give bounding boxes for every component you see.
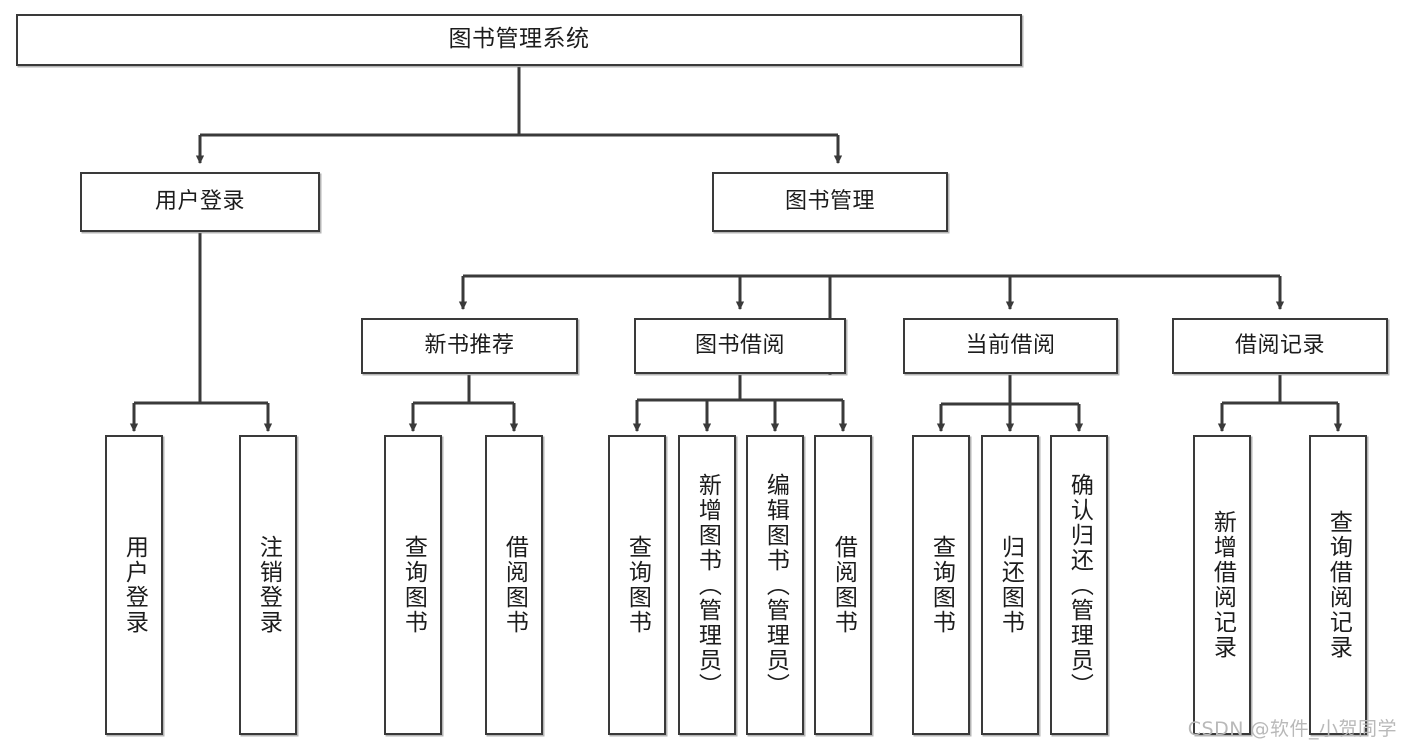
node-leaf-confirm-return-admin-label: 确认归还（管理员）	[1066, 472, 1093, 698]
node-leaf-return-book-label: 归还图书	[997, 535, 1024, 635]
node-leaf-query-book-3-label: 查询图书	[928, 535, 955, 635]
node-leaf-query-book-1[interactable]: 查询图书	[384, 435, 442, 735]
node-leaf-confirm-return-admin[interactable]: 确认归还（管理员）	[1050, 435, 1108, 735]
node-leaf-query-borrow-record-label: 查询借阅记录	[1325, 510, 1352, 660]
node-user-login[interactable]: 用户登录	[80, 172, 320, 232]
node-leaf-borrow-book-1[interactable]: 借阅图书	[485, 435, 543, 735]
node-leaf-add-borrow-record[interactable]: 新增借阅记录	[1193, 435, 1251, 735]
node-leaf-return-book[interactable]: 归还图书	[981, 435, 1039, 735]
node-leaf-add-book-admin[interactable]: 新增图书（管理员）	[678, 435, 736, 735]
node-book-borrow[interactable]: 图书借阅	[634, 318, 846, 374]
node-new-book-recommend[interactable]: 新书推荐	[361, 318, 578, 374]
node-leaf-add-borrow-record-label: 新增借阅记录	[1209, 510, 1236, 660]
node-root-label: 图书管理系统	[448, 26, 590, 53]
node-current-borrow[interactable]: 当前借阅	[903, 318, 1118, 374]
node-leaf-borrow-book-1-label: 借阅图书	[501, 535, 528, 635]
node-leaf-query-borrow-record[interactable]: 查询借阅记录	[1309, 435, 1367, 735]
node-root[interactable]: 图书管理系统	[16, 14, 1022, 66]
node-leaf-edit-book-admin[interactable]: 编辑图书（管理员）	[746, 435, 804, 735]
node-book-borrow-label: 图书借阅	[694, 333, 785, 359]
node-leaf-logout[interactable]: 注销登录	[239, 435, 297, 735]
node-book-manage[interactable]: 图书管理	[712, 172, 948, 232]
node-current-borrow-label: 当前借阅	[965, 333, 1056, 359]
node-leaf-logout-label: 注销登录	[255, 535, 282, 635]
node-leaf-query-book-1-label: 查询图书	[400, 535, 427, 635]
node-borrow-record[interactable]: 借阅记录	[1172, 318, 1388, 374]
node-leaf-edit-book-admin-label: 编辑图书（管理员）	[762, 472, 789, 698]
node-leaf-borrow-book-2-label: 借阅图书	[830, 535, 857, 635]
node-leaf-borrow-book-2[interactable]: 借阅图书	[814, 435, 872, 735]
node-leaf-query-book-2-label: 查询图书	[624, 535, 651, 635]
node-leaf-query-book-2[interactable]: 查询图书	[608, 435, 666, 735]
node-leaf-user-login[interactable]: 用户登录	[105, 435, 163, 735]
node-leaf-user-login-label: 用户登录	[121, 535, 148, 635]
node-new-book-recommend-label: 新书推荐	[424, 333, 515, 359]
node-user-login-label: 用户登录	[154, 189, 245, 215]
node-borrow-record-label: 借阅记录	[1234, 333, 1325, 359]
node-leaf-add-book-admin-label: 新增图书（管理员）	[694, 472, 721, 698]
node-book-manage-label: 图书管理	[784, 189, 875, 215]
watermark: CSDN @软件_小贺同学	[1187, 718, 1397, 740]
node-leaf-query-book-3[interactable]: 查询图书	[912, 435, 970, 735]
